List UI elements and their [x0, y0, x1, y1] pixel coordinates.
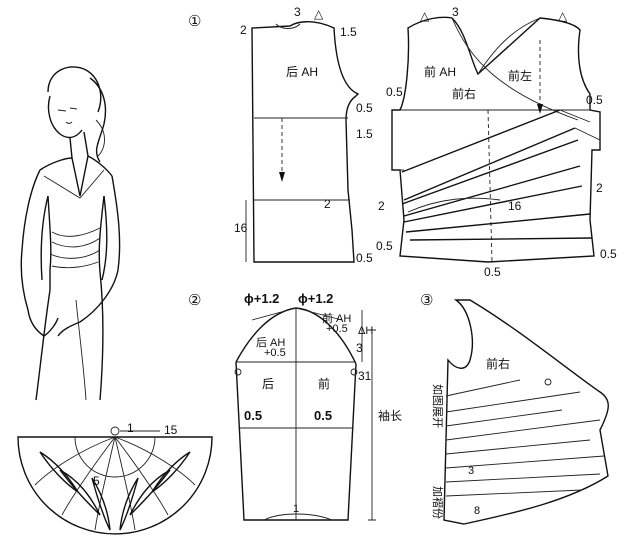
- front-dim-arm-left: 0.5: [386, 85, 403, 99]
- back-dim-neck: 3: [294, 5, 301, 19]
- front-bodice-outline: [391, 16, 601, 263]
- sleeve-cap-right: ϕ+1.2: [298, 291, 333, 306]
- back-ah-label: 后 AH: [286, 65, 318, 79]
- sleeve-right-offset: 0.5: [314, 408, 332, 423]
- front-right-label: 前右: [452, 86, 476, 101]
- draped-front-panel: 前右 如图展开 加褶份 3 8: [431, 299, 609, 525]
- sleeve-hem-mark: 1: [293, 503, 299, 515]
- draped-panel-fold-lines: [445, 379, 605, 497]
- back-dim-shoulder: 1.5: [340, 25, 357, 39]
- ruffle-center-mark: [110, 426, 120, 436]
- sleeve-length: 31: [358, 369, 372, 383]
- fashion-figure: [20, 66, 121, 401]
- sleeve-delta-ah: ΔH: [358, 325, 373, 337]
- front-dim-neck: 3: [452, 5, 459, 19]
- front-dim-hem-center: 0.5: [484, 265, 501, 279]
- back-dim-side-upper: 0.5: [356, 101, 373, 115]
- sleeve-cap-left: ϕ+1.2: [244, 291, 279, 306]
- front-ah-label: 前 AH: [424, 64, 456, 79]
- step-marker-1: ①: [188, 13, 201, 30]
- front-dim-center: 16: [508, 199, 522, 213]
- back-dim-waist: 2: [324, 197, 331, 211]
- triangle-mark: △: [558, 9, 568, 23]
- ruffle-dim-15: 15: [164, 423, 178, 437]
- ruffle-petals: [34, 436, 196, 531]
- back-bodice-outline: [251, 21, 360, 263]
- sleeve-pattern: ϕ+1.2 ϕ+1.2 前 AH +0.5 ΔH 后 AH +0.5 3 后 前…: [234, 291, 402, 521]
- draped-panel-outline: [443, 299, 609, 525]
- draped-mark-3: 3: [468, 465, 474, 477]
- ruffle-dim-5: 5: [93, 474, 100, 488]
- front-dim-hem-left: 0.5: [376, 239, 393, 253]
- front-left-label: 前左: [508, 68, 532, 83]
- draped-mark-8: 8: [474, 505, 480, 517]
- sleeve-front-ah-adj: +0.5: [326, 323, 348, 335]
- front-dim-dart-right: 2: [596, 181, 603, 195]
- draped-side-label-upper: 如图展开: [431, 384, 445, 428]
- sleeve-cap-height: 3: [356, 341, 363, 355]
- sleeve-length-label: 袖长: [378, 408, 402, 423]
- back-dim-top-left: 2: [240, 23, 247, 37]
- sleeve-front-ah: 前 AH: [322, 311, 351, 325]
- back-dim-hem-right: 0.5: [356, 251, 373, 265]
- sleeve-left-offset: 0.5: [244, 408, 262, 423]
- ruffle-pattern: 1 15 5: [17, 421, 213, 535]
- step-marker-2: ②: [188, 292, 201, 309]
- sleeve-back-ah-adj: +0.5: [264, 347, 286, 359]
- draped-panel-label: 前右: [486, 356, 510, 371]
- front-dim-arm-right: 0.5: [586, 93, 603, 107]
- draped-side-label-lower: 加褶份: [431, 486, 445, 519]
- back-dim-hem-left: 16: [234, 221, 248, 235]
- sleeve-back-label: 后: [262, 377, 274, 391]
- triangle-mark: △: [420, 9, 430, 23]
- front-dim-hem-right: 0.5: [600, 247, 617, 261]
- back-dim-side-mid: 1.5: [356, 127, 373, 141]
- front-drape-lines: [401, 109, 601, 241]
- sleeve-front-label: 前: [318, 376, 330, 391]
- step-marker-3: ③: [420, 292, 433, 309]
- back-bodice: 2 3 △ 1.5 后 AH 0.5 1.5 2 16 0.5: [234, 5, 373, 265]
- triangle-mark: △: [314, 7, 324, 21]
- ruffle-outline: [17, 436, 213, 535]
- sleeve-back-ah: 后 AH: [256, 336, 285, 349]
- front-dim-dart-left: 2: [378, 199, 385, 213]
- ruffle-dim-1: 1: [127, 421, 134, 435]
- front-bodice: △ 3 △ 前 AH 前左 前右 0.5 0.5 2 2 16 0.5 0.5 …: [376, 5, 617, 279]
